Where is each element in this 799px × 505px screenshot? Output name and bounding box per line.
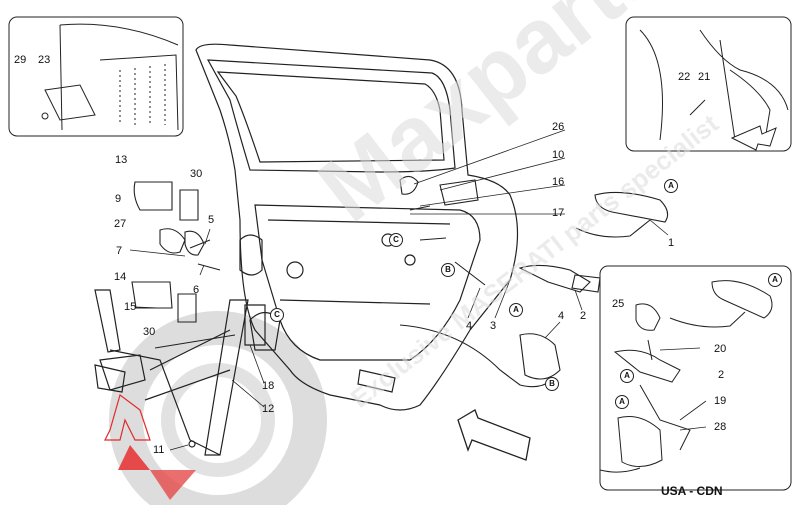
callout-24: 23 — [38, 54, 51, 66]
callout-14: 11 — [153, 444, 165, 456]
callout-28: 27 — [114, 218, 127, 230]
callout-17: 15 — [124, 301, 137, 313]
callout-25: 29 — [14, 54, 27, 66]
inset-usa-cdn — [599, 265, 792, 491]
callout-27: 25 — [612, 298, 625, 310]
callout-16: 14 — [114, 271, 127, 283]
ref-c-regulator: C — [270, 308, 284, 322]
callout-6: 5 — [208, 214, 215, 226]
leader-lines — [129, 129, 707, 451]
callout-3: 3 — [490, 320, 497, 332]
callout-2: 2 — [580, 310, 587, 322]
ref-a-usa-mid: A — [620, 369, 634, 383]
ref-a-left: A — [509, 303, 523, 317]
callout-21: 20 — [714, 343, 727, 355]
inset-top-right — [625, 16, 792, 152]
callout-13: 12 — [262, 403, 275, 415]
callout-23: 22 — [678, 71, 691, 83]
rear-door-outline — [195, 43, 519, 411]
callout-1: 1 — [668, 237, 675, 249]
callout-11: 10 — [552, 149, 565, 161]
callout-29: 28 — [714, 421, 727, 433]
callout-2-usa: 2 — [718, 369, 725, 381]
left-small-parts — [131, 181, 236, 349]
ref-a-usa-top: A — [768, 273, 782, 287]
callout-19: 18 — [262, 380, 275, 392]
ref-b-lock: B — [545, 377, 559, 391]
right-side-parts — [399, 175, 669, 388]
ref-a-handle: A — [664, 179, 678, 193]
watermark-logo — [109, 311, 327, 505]
callout-15: 13 — [115, 154, 128, 166]
callout-20: 19 — [714, 395, 727, 407]
callout-12: 16 — [552, 176, 565, 188]
callout-7: 6 — [193, 284, 200, 296]
ref-a-usa-bottom: A — [615, 395, 629, 409]
callout-26: 26 — [552, 121, 565, 133]
ref-b-door: B — [441, 263, 455, 277]
callout-9: 7 — [116, 245, 123, 257]
window-regulator — [94, 289, 266, 456]
callout-4: 4 — [558, 310, 565, 322]
region-label-usa-cdn: USA - CDN — [661, 484, 723, 498]
ref-c-door: C — [389, 233, 403, 247]
callout-10: 9 — [115, 193, 122, 205]
callout-30-bottom: 30 — [143, 326, 156, 338]
direction-arrow — [457, 409, 531, 461]
callout-22: 21 — [698, 71, 711, 83]
callout-30-top: 30 — [190, 168, 203, 180]
callout-5: 4 — [466, 320, 473, 332]
callout-18: 17 — [552, 207, 565, 219]
inset-top-left — [8, 16, 184, 137]
